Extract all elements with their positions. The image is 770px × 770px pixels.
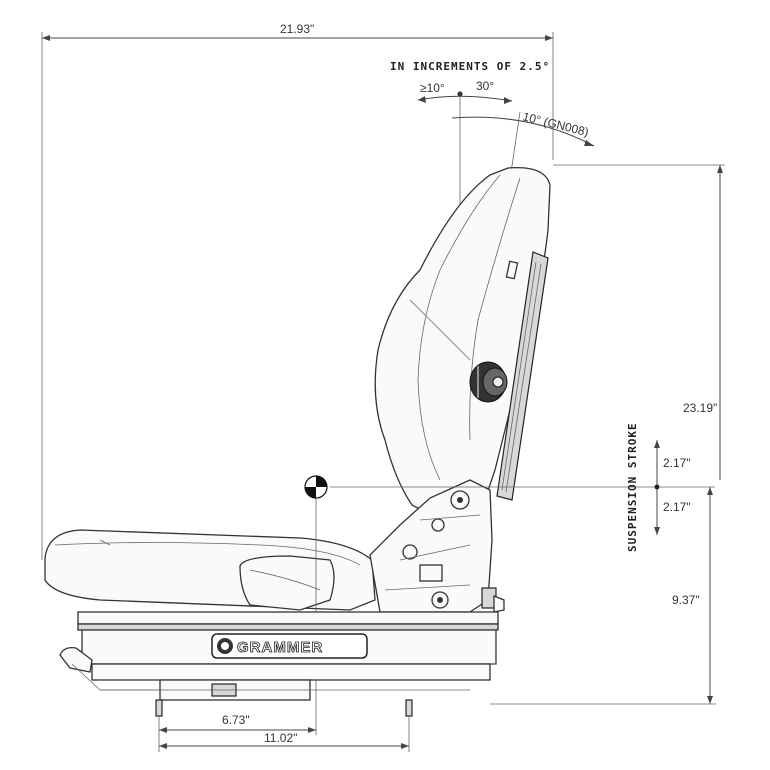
seat-mechanism — [369, 479, 505, 613]
mount-offset-label: 6.73" — [222, 713, 250, 727]
grammer-logo: GRAMMER — [211, 633, 368, 659]
mount-height-dimension: 9.37" — [490, 486, 716, 705]
recline-increments-note: IN INCREMENTS OF 2.5° — [390, 60, 550, 73]
overall-width-label: 21.93" — [280, 22, 314, 36]
model-angle-label: 10° (GN008) — [521, 109, 590, 139]
stroke-down-label: 2.17" — [663, 500, 691, 514]
seat-cushion — [44, 529, 376, 611]
suspension-stroke-dimension: SUSPENSION STROKE 2.17" 2.17" — [626, 422, 691, 552]
mount-spacing-dimension: 11.02" — [159, 731, 409, 749]
backrest — [374, 166, 551, 521]
suspension-base — [59, 611, 499, 717]
mount-spacing-label: 11.02" — [264, 731, 297, 745]
center-of-gravity-marker-icon — [304, 475, 657, 735]
overall-height-dimension: 23.19" — [553, 164, 725, 480]
svg-text:GRAMMER: GRAMMER — [237, 639, 323, 656]
recline-knob-icon — [469, 361, 508, 403]
stroke-up-label: 2.17" — [663, 456, 691, 470]
back-angle-label: 30° — [476, 79, 494, 93]
overall-height-label: 23.19" — [683, 401, 717, 415]
mount-height-label: 9.37" — [672, 593, 700, 607]
overall-width-dimension: 21.93" — [41, 22, 554, 560]
mount-offset-dimension: 6.73" — [158, 713, 410, 752]
suspension-stroke-label: SUSPENSION STROKE — [626, 422, 639, 552]
forward-angle-label: ≥10° — [420, 81, 445, 95]
